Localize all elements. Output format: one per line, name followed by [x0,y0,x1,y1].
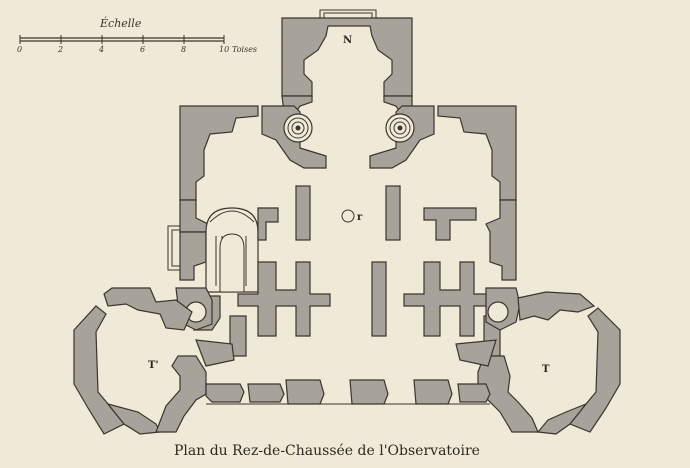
scale-unit: Toises [232,45,257,54]
scale-tick-8: 8 [181,45,186,54]
scale-tick-10: 10 [219,45,229,54]
scale-tick-6: 6 [140,45,145,54]
scale-tick-0: 0 [17,45,22,54]
center-label: r [357,212,363,223]
scale-title: Échelle [99,16,142,30]
spiral-stair-east [385,113,415,143]
main-block [179,105,517,281]
north-label: N [343,35,352,46]
round-chambers [175,287,521,331]
scale-tick-4: 4 [98,45,104,54]
north-pavilion [281,9,413,113]
grand-staircase [167,207,259,293]
scale-tick-2: 2 [57,45,63,54]
spiral-stair-west [283,113,313,143]
west-tower: T' [73,287,235,435]
tower-west-label: T' [148,360,159,371]
scale-bar: Échelle 0 2 4 6 8 10 Toises [17,16,257,54]
figure-caption: Plan du Rez-de-Chaussée de l'Observatoir… [174,443,480,459]
central-piers: r [257,185,477,241]
south-facade [205,379,491,405]
east-tower: T [455,291,621,435]
tower-east-label: T [542,364,550,375]
